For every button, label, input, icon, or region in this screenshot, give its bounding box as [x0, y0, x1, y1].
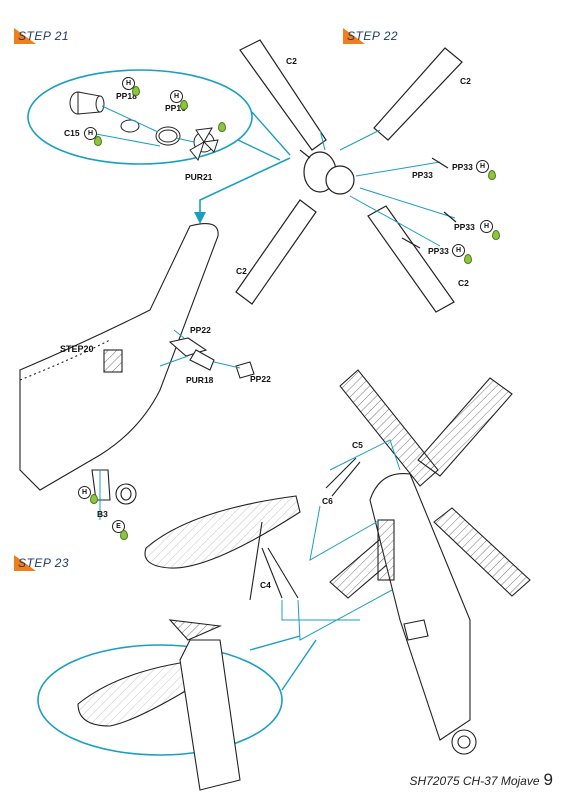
h-symbol-icon: H	[452, 244, 465, 257]
detail-callout-ellipse-step23	[37, 644, 283, 756]
h-symbol-icon: H	[122, 77, 135, 90]
rotor-blades-step22	[235, 39, 463, 313]
glue-drop-icon	[492, 230, 500, 240]
glue-drop-icon	[132, 86, 140, 96]
model-title: SH72075 CH-37 Mojave	[409, 774, 540, 788]
step23-detail-art	[77, 619, 241, 791]
part-label-c2: C2	[458, 278, 469, 288]
step-20-label: STEP20	[60, 344, 94, 354]
glue-drop-icon	[218, 122, 226, 132]
glue-drop-icon	[464, 254, 472, 264]
part-label-pp33: PP33	[428, 246, 449, 256]
detail-callout-ellipse	[27, 69, 253, 165]
part-label-pur18: PUR18	[186, 375, 214, 385]
glue-drop-icon	[180, 100, 188, 110]
part-label-pp33: PP33	[412, 170, 433, 180]
h-symbol-icon: H	[78, 486, 91, 499]
part-label-pp18: PP18	[116, 91, 137, 101]
part-label-pp33: PP33	[454, 222, 475, 232]
fuselage-tail-step20	[19, 223, 219, 505]
glue-drop-icon	[488, 170, 496, 180]
part-label-c6: C6	[322, 496, 333, 506]
glue-drop-icon	[120, 530, 128, 540]
h-symbol-icon: H	[170, 90, 183, 103]
h-symbol-icon: H	[480, 220, 493, 233]
part-label-c2: C2	[460, 76, 471, 86]
e-symbol-icon: E	[112, 520, 125, 533]
part-label-c2: C2	[236, 266, 247, 276]
part-label-pp33: PP33	[452, 162, 473, 172]
wing-stub-assembly	[144, 457, 361, 601]
part-label-pp22: PP22	[190, 325, 211, 335]
part-label-pur21: PUR21	[185, 172, 213, 182]
rotor-assembled-view	[329, 369, 531, 755]
glue-drop-icon	[94, 136, 102, 146]
h-symbol-icon: H	[84, 127, 97, 140]
part-label-c2: C2	[286, 56, 297, 66]
part-label-c15: C15	[64, 128, 80, 138]
page-number: 9	[543, 770, 553, 789]
part-label-c5: C5	[352, 440, 363, 450]
part-label-pp22: PP22	[250, 374, 271, 384]
glue-drop-icon	[90, 494, 98, 504]
part-label-b3: B3	[97, 509, 108, 519]
part-label-pp16: PP16	[165, 103, 186, 113]
pp22-pur18-parts	[168, 337, 255, 379]
rotor-hub-detail	[69, 91, 219, 162]
part-label-c4: C4	[260, 580, 271, 590]
h-symbol-icon: H	[476, 160, 489, 173]
